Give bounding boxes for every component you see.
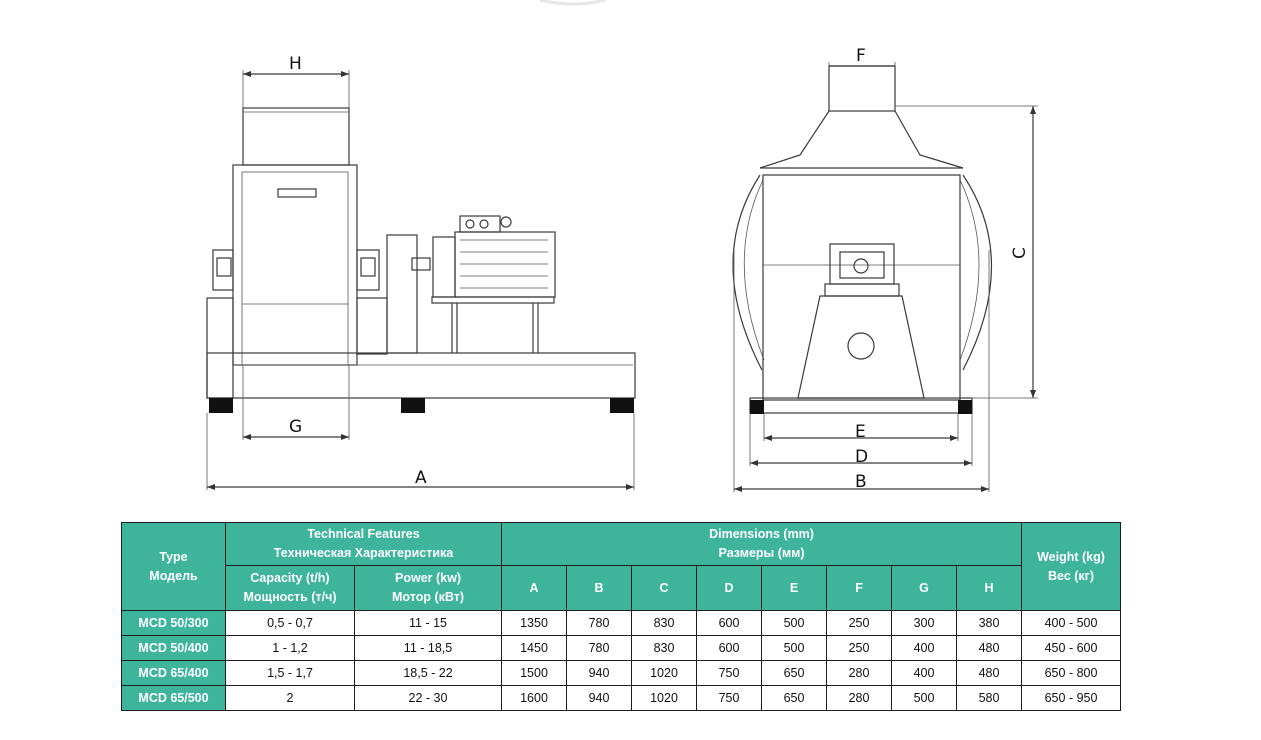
dim-label-d: D — [855, 447, 868, 467]
dim-e-cell: 500 — [761, 635, 828, 661]
dim-d-cell: 600 — [696, 610, 763, 636]
dim-d-cell: 600 — [696, 635, 763, 661]
dim-b-cell: 780 — [566, 635, 633, 661]
table-row: MCD 65/400 1,5 - 1,7 18,5 - 22 1500 940 … — [121, 660, 1122, 686]
capacity-cell: 1,5 - 1,7 — [225, 660, 355, 686]
table-row: MCD 50/400 1 - 1,2 11 - 18,5 1450 780 83… — [121, 635, 1122, 661]
dim-g-cell: 500 — [891, 685, 958, 711]
power-header: Power (kw) Мотор (кВт) — [353, 565, 503, 611]
dim-d-cell: 750 — [696, 660, 763, 686]
dim-c-cell: 830 — [631, 635, 698, 661]
weight-cell: 400 - 500 — [1021, 610, 1122, 636]
weight-cell: 650 - 950 — [1021, 685, 1122, 711]
dim-a-cell: 1350 — [501, 610, 568, 636]
capacity-cell: 1 - 1,2 — [225, 635, 355, 661]
weight-header: Weight (kg) Вес (кг) — [1021, 522, 1122, 611]
dim-col-d: D — [696, 565, 763, 611]
table-row: MCD 65/500 2 22 - 30 1600 940 1020 750 6… — [121, 685, 1122, 711]
capacity-cell: 2 — [225, 685, 355, 711]
dim-col-c: C — [631, 565, 698, 611]
front-view — [732, 62, 1038, 492]
capacity-cell: 0,5 - 0,7 — [225, 610, 355, 636]
dim-label-c: C — [1010, 247, 1030, 259]
weight-cell: 450 - 600 — [1021, 635, 1122, 661]
dim-a-cell: 1450 — [501, 635, 568, 661]
dim-e-cell: 500 — [761, 610, 828, 636]
technical-drawing: H G A F C E D B — [206, 0, 1038, 492]
type-cell: MCD 50/300 — [121, 610, 226, 636]
dim-d-cell: 750 — [696, 685, 763, 711]
type-cell: MCD 65/500 — [121, 685, 226, 711]
type-cell: MCD 65/400 — [121, 660, 226, 686]
dim-g-cell: 400 — [891, 660, 958, 686]
specifications-table: Type Модель Technical Features Техническ… — [121, 522, 1122, 711]
type-cell: MCD 50/400 — [121, 635, 226, 661]
power-cell: 18,5 - 22 — [353, 660, 503, 686]
dim-col-a: A — [501, 565, 568, 611]
dim-h-cell: 480 — [956, 635, 1023, 661]
dim-f-cell: 250 — [826, 635, 893, 661]
dim-a-cell: 1600 — [501, 685, 568, 711]
power-cell: 11 - 15 — [353, 610, 503, 636]
dim-b-cell: 940 — [566, 685, 633, 711]
dim-h-cell: 580 — [956, 685, 1023, 711]
dim-col-e: E — [761, 565, 828, 611]
type-header: Type Модель — [121, 522, 226, 611]
dim-col-h: H — [956, 565, 1023, 611]
dim-c-cell: 1020 — [631, 660, 698, 686]
dim-b-cell: 780 — [566, 610, 633, 636]
dim-label-g: G — [289, 417, 302, 437]
capacity-header: Capacity (t/h) Мощность (т/ч) — [225, 565, 355, 611]
dim-label-e: E — [855, 422, 866, 442]
dim-h-cell: 480 — [956, 660, 1023, 686]
dim-h-cell: 380 — [956, 610, 1023, 636]
dim-col-f: F — [826, 565, 893, 611]
dim-label-h: H — [289, 54, 302, 74]
weight-cell: 650 - 800 — [1021, 660, 1122, 686]
dim-label-a: A — [415, 468, 427, 488]
technical-features-header: Technical Features Техническая Характери… — [224, 522, 503, 566]
table-row: MCD 50/300 0,5 - 0,7 11 - 15 1350 780 83… — [121, 610, 1122, 636]
dim-c-cell: 1020 — [631, 685, 698, 711]
dim-g-cell: 300 — [891, 610, 958, 636]
power-cell: 22 - 30 — [353, 685, 503, 711]
dim-e-cell: 650 — [761, 685, 828, 711]
dim-col-g: G — [891, 565, 958, 611]
dimensions-header: Dimensions (mm) Размеры (мм) — [501, 522, 1023, 566]
dim-g-cell: 400 — [891, 635, 958, 661]
dim-f-cell: 250 — [826, 610, 893, 636]
dim-label-b: B — [855, 472, 867, 492]
dim-f-cell: 280 — [826, 660, 893, 686]
dim-c-cell: 830 — [631, 610, 698, 636]
dim-label-f: F — [856, 46, 866, 66]
side-view — [206, 70, 636, 490]
dim-a-cell: 1500 — [501, 660, 568, 686]
dim-col-b: B — [566, 565, 633, 611]
dim-f-cell: 280 — [826, 685, 893, 711]
dim-b-cell: 940 — [566, 660, 633, 686]
power-cell: 11 - 18,5 — [353, 635, 503, 661]
dim-e-cell: 650 — [761, 660, 828, 686]
